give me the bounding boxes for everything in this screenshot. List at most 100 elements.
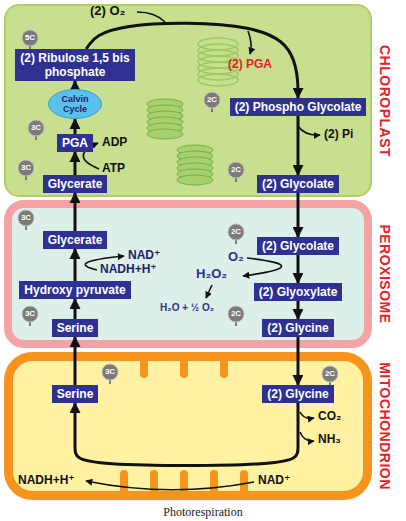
carbon-pin <box>22 30 38 50</box>
carbon-pin <box>322 366 338 386</box>
carbon-count: 3C <box>22 306 38 322</box>
metabolite-name: Glycerate <box>48 177 103 191</box>
metabolite-box: (2) Glycolate <box>257 175 339 193</box>
co2-arrow <box>300 412 314 418</box>
crista <box>140 356 148 378</box>
carbon-count: 2C <box>228 306 244 322</box>
membrane <box>8 204 368 344</box>
carbon-count: 2C <box>204 92 220 108</box>
pin-head <box>28 120 44 136</box>
cycle-ellipse: Calvin Cycle <box>48 89 102 119</box>
carbon-pin <box>228 162 244 182</box>
membrane <box>9 357 368 496</box>
carbon-pin <box>22 306 38 326</box>
carbon-pin <box>228 306 244 326</box>
pin-head <box>22 306 38 322</box>
metabolite-name: (2) Phospho Glycolate <box>235 100 362 114</box>
reactant-label: O₂ <box>228 250 244 265</box>
metabolite-name: Glycerate <box>48 233 103 247</box>
pin-head <box>228 306 244 322</box>
pin-head <box>204 92 220 108</box>
reactant-label: H₂O₂ <box>196 267 227 282</box>
crista <box>120 470 128 496</box>
metabolite-name: (2) Glycolate <box>262 239 334 253</box>
pga-arrow <box>248 31 251 54</box>
ellipse-shape <box>49 90 102 119</box>
carbon-count: 3C <box>28 120 44 136</box>
organelle-name: PEROXISOME <box>377 224 393 323</box>
reactant-label: (2) Pi <box>324 128 353 142</box>
thylakoid-disc <box>147 129 183 139</box>
reactant-label: ATP <box>102 162 125 176</box>
metabolite-box: (2) Glyoxylate <box>254 283 343 301</box>
peroxisome-band: PEROXISOMEGlycerate(2) GlycolateHydroxy … <box>4 200 372 348</box>
reactant-label: CO₂ <box>318 410 341 424</box>
carbon-pins <box>18 30 338 386</box>
cristae <box>120 356 248 496</box>
organelle-name: CHLOROPLAST <box>377 44 393 156</box>
crista <box>210 470 218 496</box>
pin-head <box>228 162 244 178</box>
metabolite-name: Calvin Cycle <box>54 94 96 114</box>
nh3-arrow <box>300 432 314 441</box>
reactant-label: (2) PGA <box>228 58 272 72</box>
reactant-label: NAD⁺ <box>128 249 160 263</box>
metabolite-box: Glycerate <box>43 231 108 249</box>
metabolite-name: Serine <box>57 321 94 335</box>
oxygen-line <box>137 12 165 22</box>
metabolite-box: Serine <box>52 385 99 403</box>
metabolite-box: (2) Glycine <box>262 319 333 337</box>
membrane <box>5 5 371 196</box>
thylakoid-coil <box>198 74 238 86</box>
carbon-pin <box>18 160 34 180</box>
crista <box>220 356 228 378</box>
peroxide-arrow <box>206 285 212 298</box>
metabolite-box: (2) Glycine <box>262 385 333 403</box>
carbon-count: 2C <box>322 366 338 382</box>
metabolite-box: Glycerate <box>43 175 108 193</box>
metabolite-box: Serine <box>52 319 99 337</box>
crista <box>180 470 188 496</box>
metabolite-box: (2) Glycolate <box>257 237 339 255</box>
crista <box>180 356 188 378</box>
pathway-arrow <box>75 403 298 465</box>
reactant-label: NADH+H⁺ <box>18 474 75 488</box>
metabolite-name: (2) Glycine <box>267 321 328 335</box>
pathway-arrow <box>73 249 76 281</box>
atp-adp-arrow <box>83 143 99 169</box>
grana-stacks <box>147 38 238 185</box>
pin-head <box>18 210 34 226</box>
metabolite-box: Hydroxy pyruvate <box>19 281 130 299</box>
pathway-arrow <box>86 23 298 98</box>
metabolite-box: PGA <box>57 134 93 152</box>
side-arrows <box>83 12 320 490</box>
metabolite-name: Hydroxy pyruvate <box>24 283 125 297</box>
reactant-label: NADH+H⁺ <box>100 263 157 277</box>
metabolite-name: (2) Ribulose 1,5 bis phosphate <box>20 51 130 79</box>
carbon-pin <box>102 364 118 384</box>
pin-head <box>18 160 34 176</box>
metabolite-name: (2) Glyoxylate <box>259 285 338 299</box>
figure-caption: Photorespiration <box>0 505 406 519</box>
metabolite-name: PGA <box>62 136 88 150</box>
nad-nadh-arrow <box>86 481 254 490</box>
pathway-arrow <box>74 337 77 385</box>
pi-arrow <box>298 126 320 135</box>
pathway-arrow <box>296 255 299 283</box>
metabolite-name: Serine <box>57 387 94 401</box>
pathway-arrow <box>296 301 299 319</box>
pathway-arrow <box>297 116 300 175</box>
pathway-arrow <box>73 193 76 231</box>
carbon-count: 3C <box>18 210 34 226</box>
reactant-label: NH₃ <box>318 433 341 447</box>
pathway-arrow <box>73 152 76 175</box>
carbon-pin <box>204 92 220 112</box>
carbon-count: 3C <box>102 364 118 380</box>
carbon-count: 2C <box>228 224 244 240</box>
pathway-arrow <box>297 193 300 237</box>
pathway-arrow <box>74 299 77 319</box>
metabolite-name: (2) Glycine <box>267 387 328 401</box>
reactant-label: ADP <box>102 136 127 150</box>
pathway-arrow <box>296 337 299 385</box>
